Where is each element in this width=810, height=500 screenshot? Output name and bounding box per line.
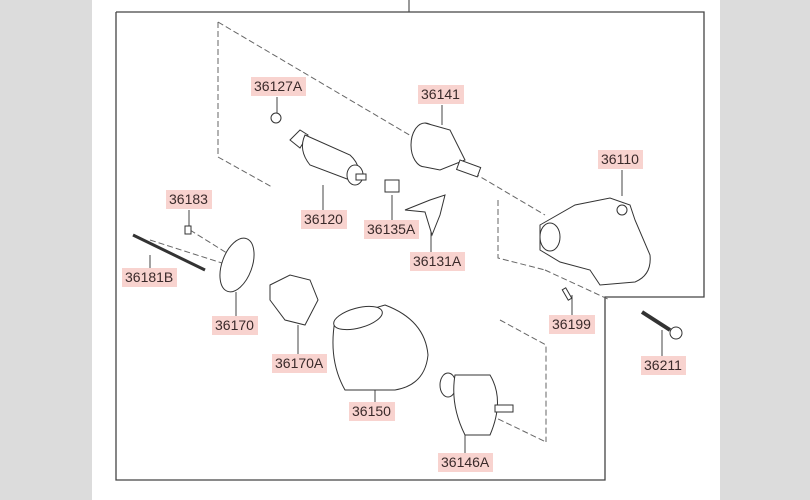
bracket-36135A [384, 179, 400, 193]
end-cover-36170 [219, 237, 255, 293]
part-label-36181B[interactable]: 36181B [122, 268, 178, 287]
part-label-36146A[interactable]: 36146A [438, 453, 494, 472]
pin-36199 [561, 287, 573, 301]
solenoid-36120 [289, 129, 367, 186]
part-label-36170[interactable]: 36170 [212, 316, 258, 335]
part-label-36110[interactable]: 36110 [598, 150, 643, 169]
assembly-dashed-lines [149, 21, 611, 443]
part-label-36120[interactable]: 36120 [301, 210, 347, 229]
part-label-36131A[interactable]: 36131A [410, 252, 466, 271]
housing-36110 [539, 197, 651, 286]
part-label-36211[interactable]: 36211 [641, 356, 686, 375]
part-label-36141[interactable]: 36141 [418, 85, 464, 104]
left-margin [0, 0, 92, 500]
part-label-36135A[interactable]: 36135A [364, 220, 420, 239]
leader-lines [149, 97, 663, 453]
right-margin [720, 0, 810, 500]
armature-36146A [439, 372, 514, 436]
screw-36183 [184, 225, 192, 235]
part-label-36127A[interactable]: 36127A [251, 77, 307, 96]
part-label-36150[interactable]: 36150 [349, 402, 395, 421]
washer-36127A [270, 112, 282, 124]
brush-holder-36170A [269, 274, 319, 326]
part-label-36170A[interactable]: 36170A [272, 354, 328, 373]
bolt-36211 [640, 310, 683, 340]
plate-36131A [404, 194, 446, 237]
drive-gear-36141 [410, 122, 482, 178]
frame-border [115, 11, 705, 481]
yoke-36150 [332, 304, 429, 391]
part-drawings [132, 112, 683, 436]
part-label-36199[interactable]: 36199 [549, 315, 595, 334]
bolt-36181B [132, 233, 206, 272]
part-label-36183[interactable]: 36183 [166, 190, 212, 209]
